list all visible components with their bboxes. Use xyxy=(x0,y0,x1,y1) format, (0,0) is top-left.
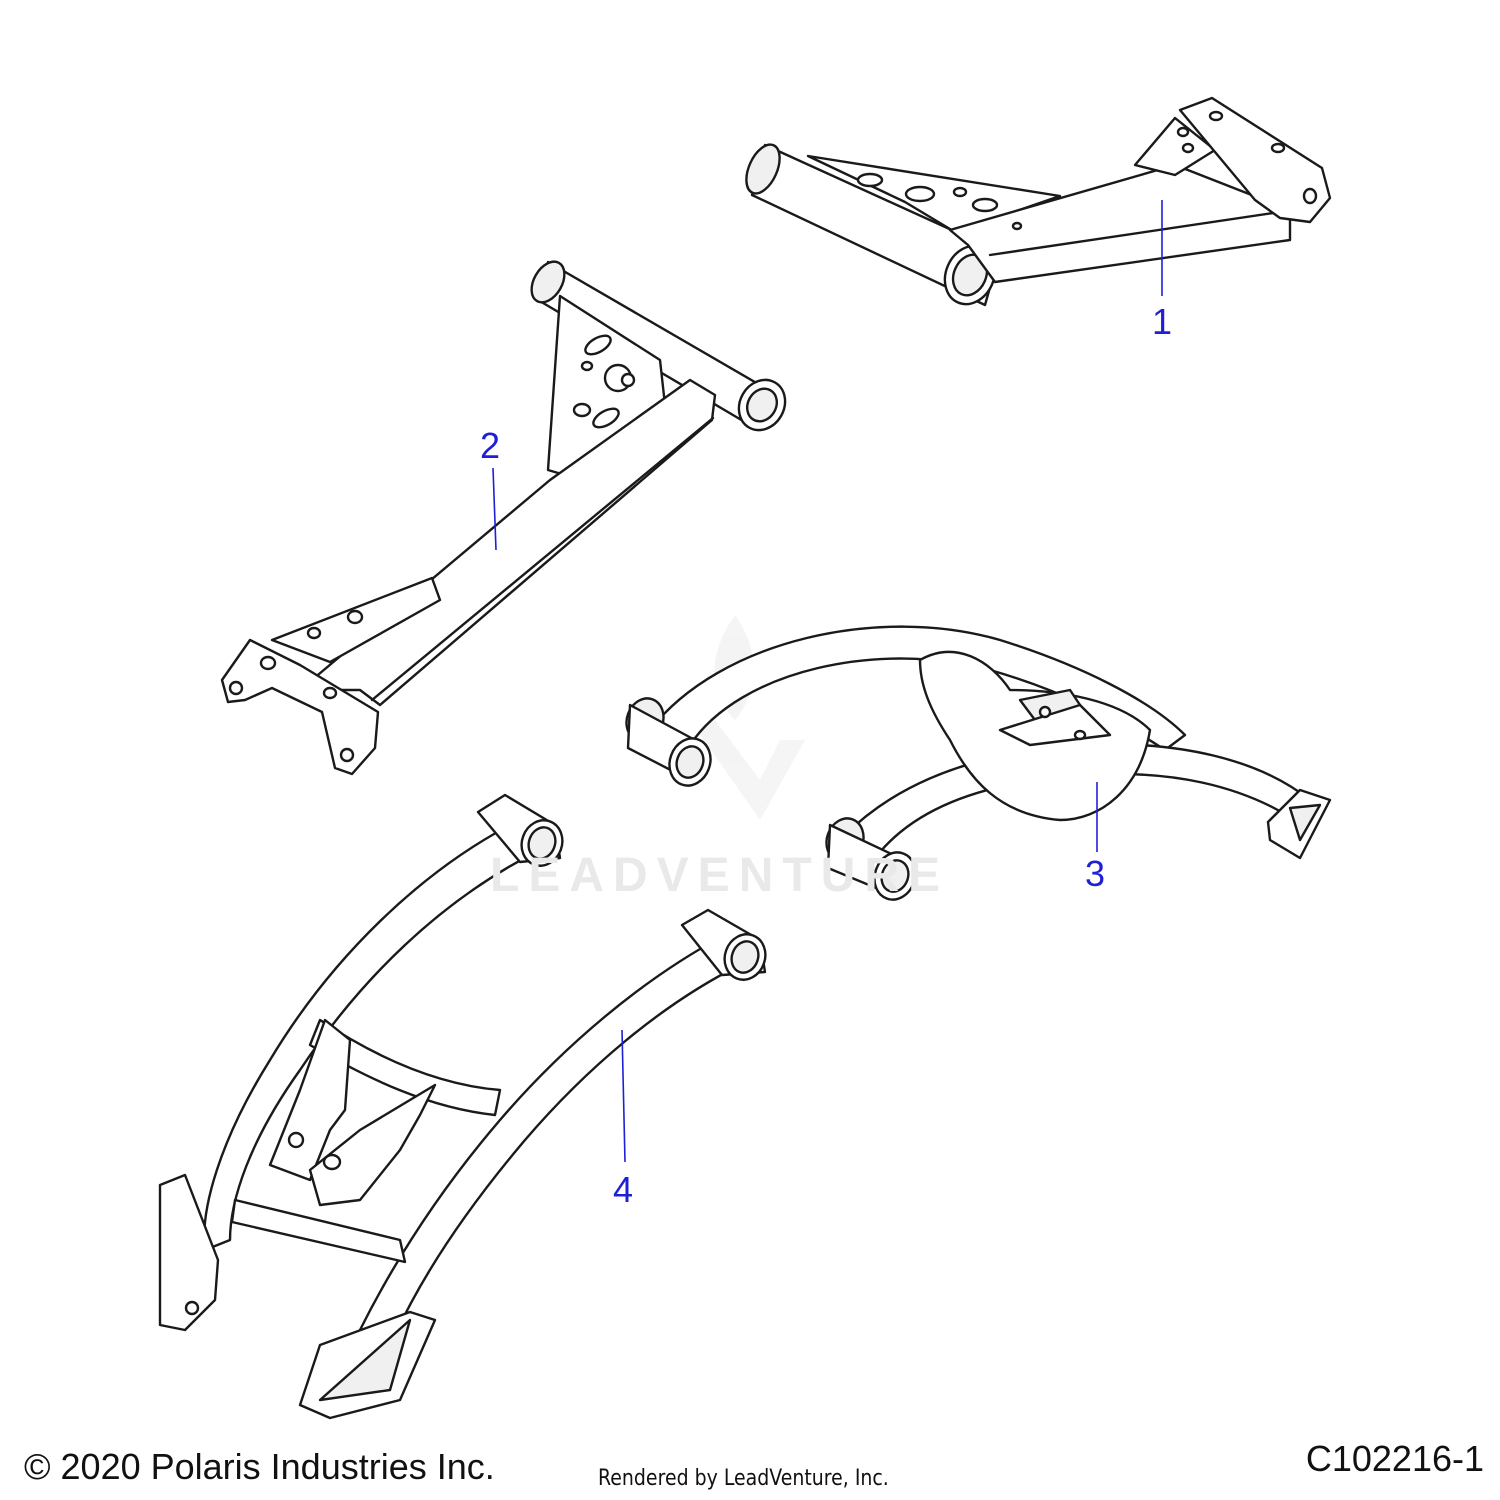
part-2-lower-control-arm xyxy=(220,260,787,776)
part-3-upper-a-arm xyxy=(625,625,1332,901)
part-4-lower-a-arm xyxy=(158,793,767,1420)
callout-3[interactable]: 3 xyxy=(1085,853,1106,894)
leader-line-4 xyxy=(621,1029,626,1163)
callout-4[interactable]: 4 xyxy=(613,1169,634,1210)
diagram-code: C102216-1 xyxy=(1305,1438,1484,1479)
leader-line-2 xyxy=(492,467,497,551)
rendered-by-text: Rendered by LeadVenture, Inc. xyxy=(598,1466,889,1491)
copyright-text: © 2020 Polaris Industries Inc. xyxy=(24,1446,495,1487)
callout-1[interactable]: 1 xyxy=(1152,301,1173,342)
part-1-upper-control-arm xyxy=(745,96,1332,307)
watermark-text: LEADVENTURE xyxy=(490,849,950,902)
callout-2[interactable]: 2 xyxy=(480,425,501,466)
